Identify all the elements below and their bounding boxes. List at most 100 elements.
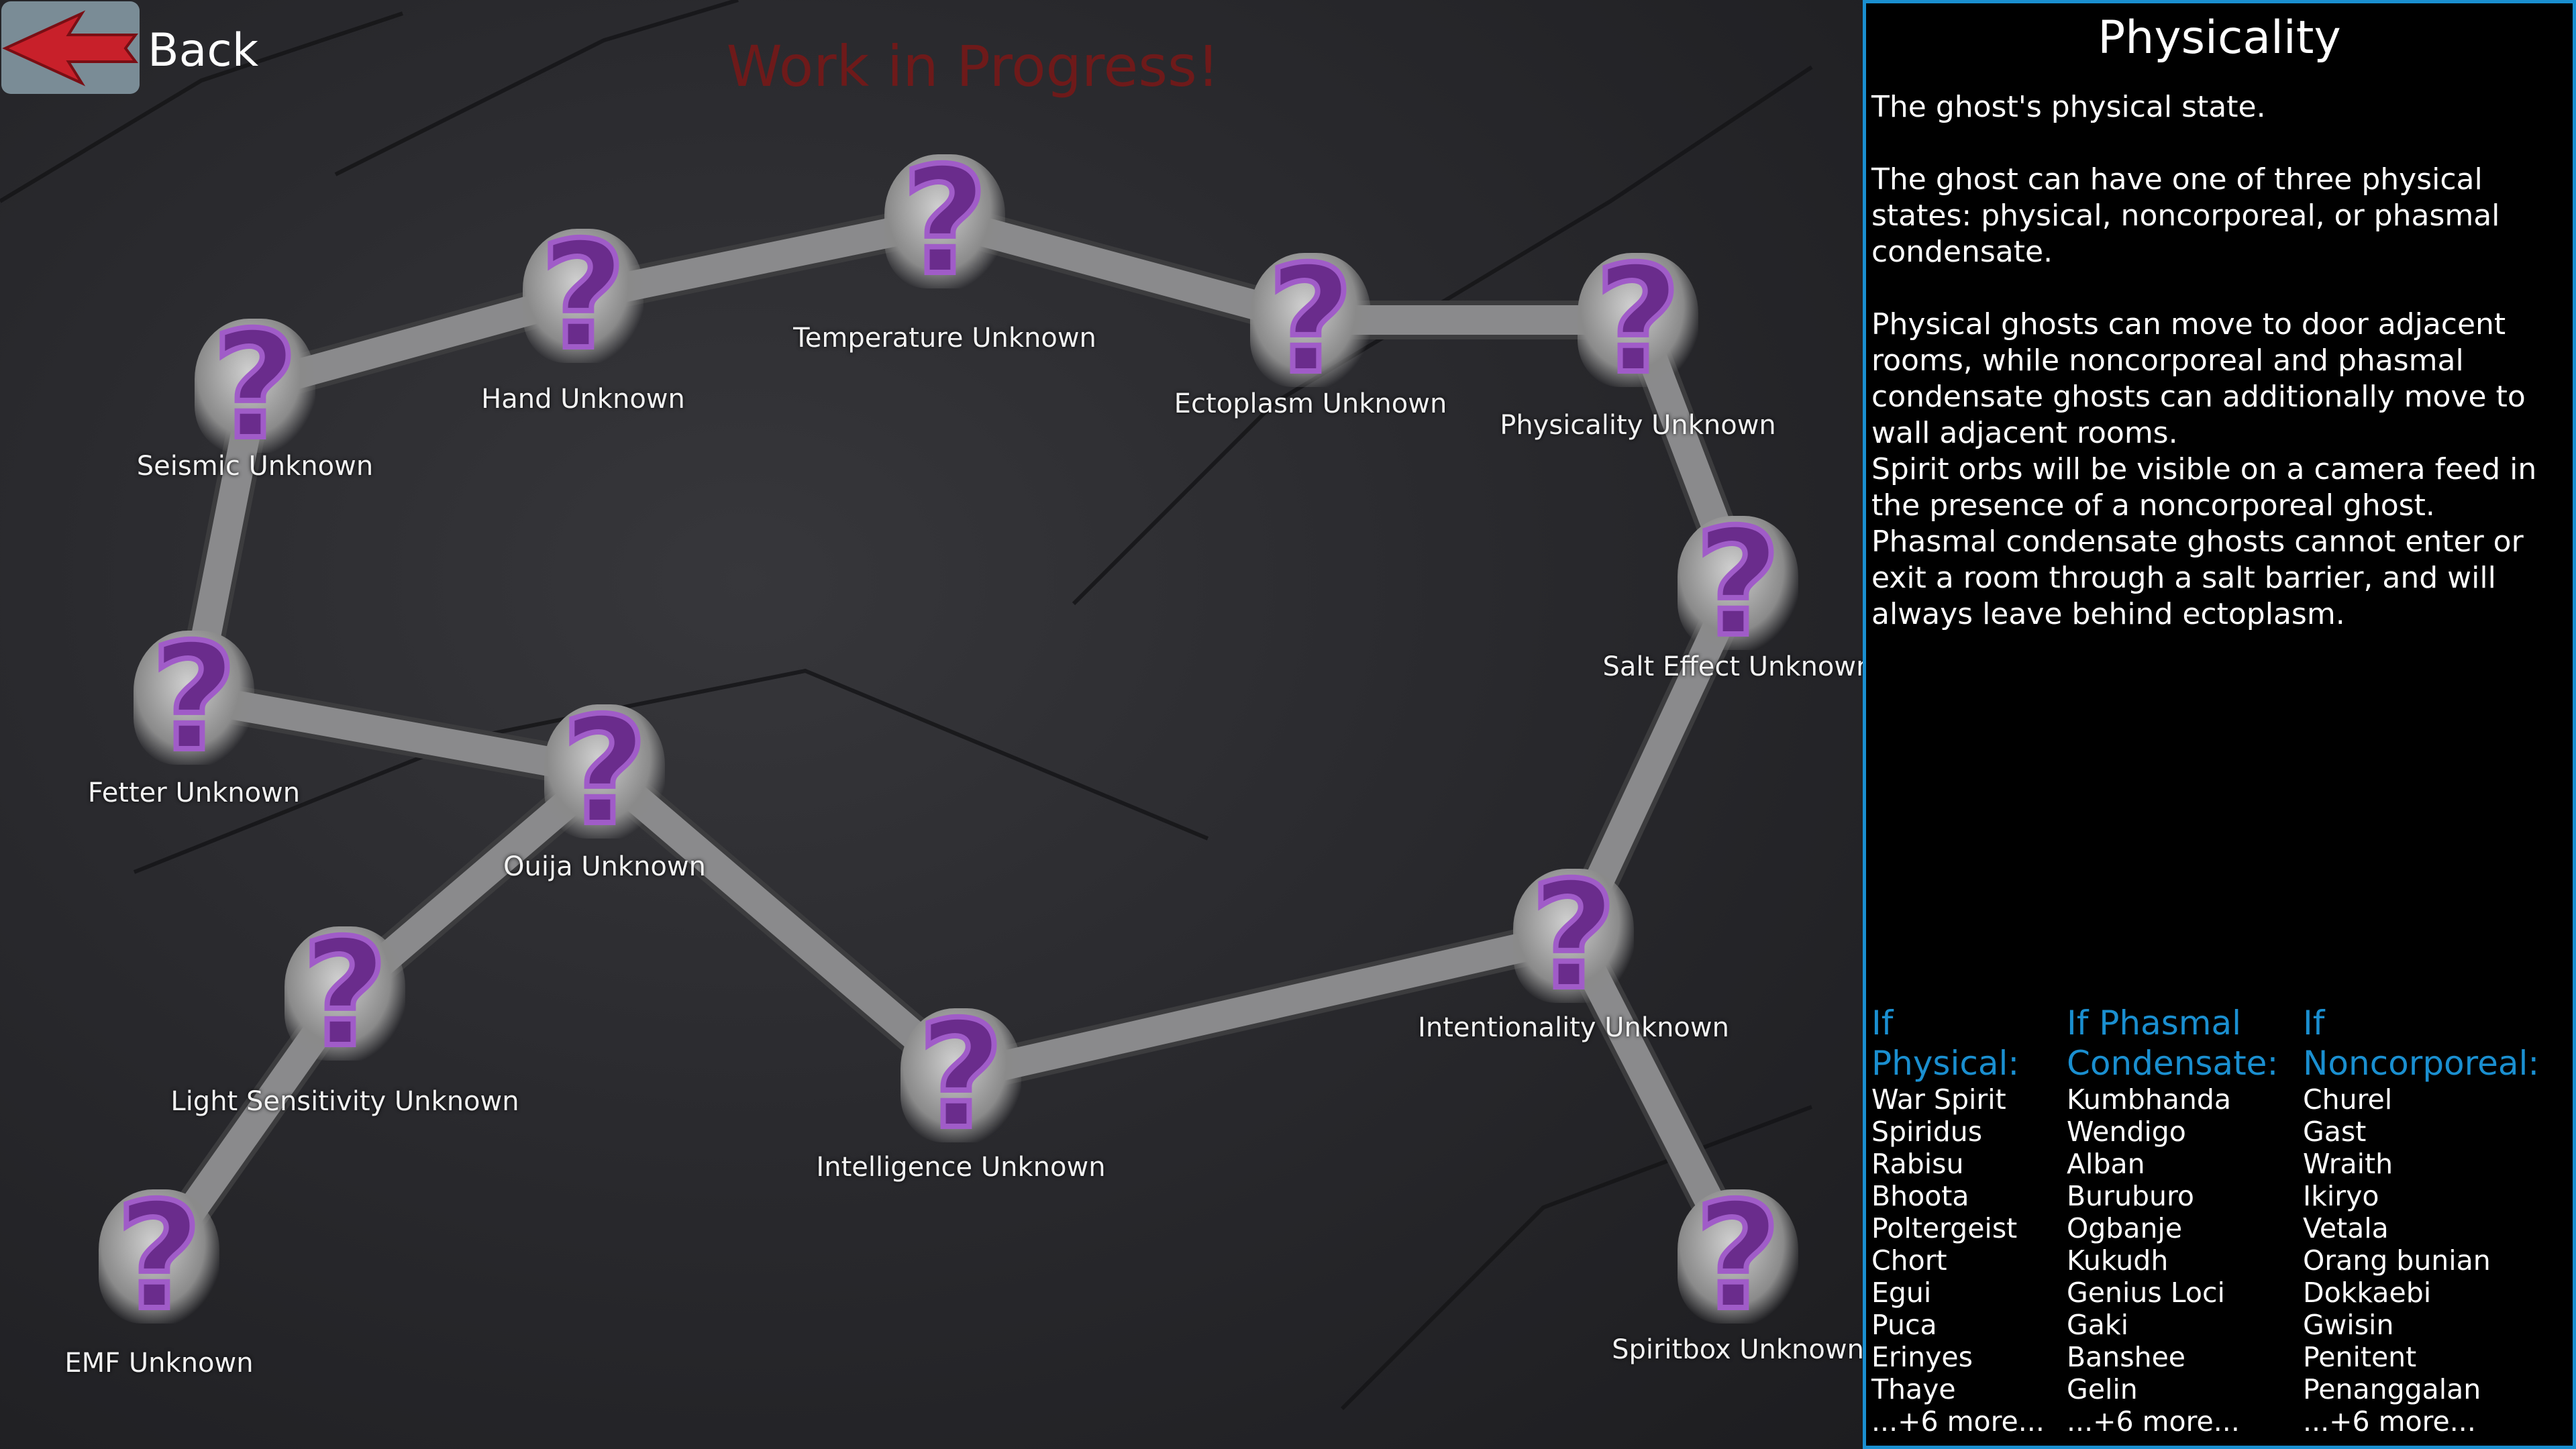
question-mark-icon: ? [537, 207, 629, 384]
back-button[interactable] [1, 1, 140, 94]
connection-line [958, 921, 1577, 1090]
ghost-item: Kukudh [2067, 1244, 2169, 1277]
node-label[interactable]: Light Sensitivity Unknown [170, 1086, 519, 1117]
ghost-item: Gwisin [2303, 1309, 2394, 1341]
ghost-item: Spiridus [1871, 1116, 1983, 1148]
rock-crack [334, 0, 739, 176]
ghost-item: Gaki [2067, 1309, 2129, 1341]
ghost-item: Penanggalan [2303, 1373, 2481, 1405]
ghost-item: Buruburo [2067, 1180, 2195, 1212]
detail-panel: Physicality The ghost's physical state. … [1863, 0, 2576, 1449]
connection-line [595, 760, 971, 1087]
ghost-item: Gast [2303, 1116, 2367, 1148]
ghost-item: Genius Loci [2067, 1277, 2225, 1309]
node-seismic[interactable]: ? [161, 297, 349, 474]
ghost-item: Vetala [2303, 1212, 2389, 1244]
column-header: If Noncorporeal: [2303, 1004, 2540, 1083]
node-label[interactable]: Ectoplasm Unknown [1174, 388, 1447, 419]
emf-icon [99, 1189, 219, 1324]
rock-crack [133, 668, 1209, 874]
question-mark-icon: ? [1265, 231, 1356, 409]
ectoplasm-icon [1250, 253, 1371, 387]
question-mark-icon: ? [1528, 847, 1619, 1024]
node-label[interactable]: EMF Unknown [64, 1348, 254, 1379]
ghost-item: War Spirit [1871, 1083, 2006, 1116]
node-salt-effect[interactable]: ? [1644, 494, 1832, 672]
question-mark-icon: ? [915, 987, 1007, 1164]
physicality-icon [1578, 253, 1698, 387]
node-label[interactable]: Physicality Unknown [1500, 410, 1776, 441]
connection-line [191, 683, 607, 786]
ghost-item: Ogbanje [2067, 1212, 2183, 1244]
ghost-item: Kumbhanda [2067, 1083, 2232, 1116]
ghost-item: Egui [1871, 1277, 1932, 1309]
ghost-item: Bhoota [1871, 1180, 1969, 1212]
question-mark-icon: ? [1692, 494, 1784, 672]
node-light-sensitivity[interactable]: ? [251, 905, 439, 1082]
temperature-icon [884, 154, 1005, 288]
node-label[interactable]: Spiritbox Unknown [1612, 1334, 1863, 1365]
question-mark-icon: ? [899, 133, 990, 310]
question-mark-icon: ? [1692, 1168, 1784, 1345]
evidence-map: Back Work in Progress! ?Seismic Unknown?… [0, 0, 1863, 1449]
ouija-icon [544, 704, 665, 839]
column-header: If Physical: [1871, 1004, 2020, 1083]
ghost-item: ...+6 more... [2067, 1405, 2240, 1438]
question-mark-icon: ? [299, 905, 391, 1082]
ghost-item: Orang bunian [2303, 1244, 2491, 1277]
seismic-icon [195, 319, 315, 453]
hand-icon [523, 229, 643, 363]
question-mark-icon: ? [209, 297, 301, 474]
node-label[interactable]: Hand Unknown [481, 384, 685, 415]
node-spiritbox[interactable]: ? [1644, 1168, 1832, 1345]
ghost-item: Churel [2303, 1083, 2393, 1116]
node-label[interactable]: Salt Effect Unknown [1602, 651, 1863, 682]
ghost-item: Banshee [2067, 1341, 2186, 1373]
back-label[interactable]: Back [148, 24, 259, 77]
question-mark-icon: ? [113, 1168, 205, 1345]
rock-crack [1340, 1105, 1813, 1411]
node-label[interactable]: Seismic Unknown [136, 451, 374, 482]
node-label[interactable]: Intentionality Unknown [1418, 1012, 1729, 1043]
ghost-item: Dokkaebi [2303, 1277, 2432, 1309]
node-temperature[interactable]: ? [851, 133, 1039, 310]
ghost-item: Thaye [1871, 1373, 1956, 1405]
node-fetter[interactable]: ? [100, 609, 288, 786]
question-mark-icon: ? [1592, 231, 1684, 409]
column-header: If Phasmal Condensate: [2067, 1004, 2279, 1083]
ghost-item: ...+6 more... [1871, 1405, 2045, 1438]
spiritbox-icon [1678, 1189, 1798, 1324]
node-label[interactable]: Temperature Unknown [793, 323, 1096, 354]
node-label[interactable]: Intelligence Unknown [816, 1152, 1106, 1183]
node-emf[interactable]: ? [65, 1168, 253, 1345]
question-mark-icon: ? [148, 609, 240, 786]
ghost-item: Wendigo [2067, 1116, 2186, 1148]
node-label[interactable]: Ouija Unknown [503, 851, 706, 882]
node-physicality[interactable]: ? [1544, 231, 1732, 409]
node-ouija[interactable]: ? [511, 683, 699, 860]
node-intentionality[interactable]: ? [1480, 847, 1667, 1024]
rock-crack [0, 11, 403, 203]
node-hand[interactable]: ? [489, 207, 677, 384]
panel-description: The ghost's physical state. The ghost ca… [1871, 90, 2537, 631]
question-mark-icon: ? [559, 683, 650, 860]
ghost-item: Erinyes [1871, 1341, 1973, 1373]
panel-title: Physicality [2098, 11, 2341, 64]
light-sensitivity-icon [285, 926, 405, 1061]
ghost-item: Alban [2067, 1148, 2145, 1180]
node-intelligence[interactable]: ? [867, 987, 1055, 1164]
ghost-item: Penitent [2303, 1341, 2417, 1373]
connection-line [941, 207, 1315, 335]
work-in-progress-banner: Work in Progress! [726, 34, 1220, 99]
salt-effect-icon [1678, 516, 1798, 650]
ghost-item: Wraith [2303, 1148, 2393, 1180]
ghost-item: Chort [1871, 1244, 1947, 1277]
node-ectoplasm[interactable]: ? [1217, 231, 1404, 409]
ghost-item: Gelin [2067, 1373, 2138, 1405]
fetter-icon [134, 631, 254, 765]
node-label[interactable]: Fetter Unknown [87, 777, 301, 808]
intelligence-icon [900, 1008, 1021, 1142]
